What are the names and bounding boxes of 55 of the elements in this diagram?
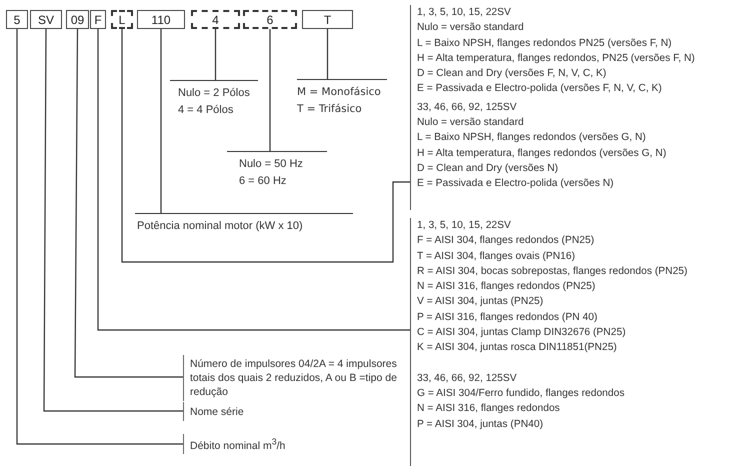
option-text: Potência nominal motor (kW x 10) [137, 219, 304, 234]
code-description: Nome série [183, 402, 303, 421]
option-text: H = Alta temperatura, flanges redondos, PN25 (versões F, N) [417, 52, 695, 66]
option-text: Nulo = versão standard [417, 116, 525, 130]
code-box: 09 [66, 10, 89, 29]
optional-code-box: 4 [191, 10, 240, 29]
leader-line [121, 29, 410, 263]
option-text: G = AISI 304/Ferro fundido, flanges redondos [417, 386, 626, 401]
leader-line [43, 29, 183, 412]
option-text: Nulo = 50 Hz [239, 157, 304, 172]
option-text: N = AISI 316, flanges redondos (PN25) [417, 280, 596, 294]
option-text: N = AISI 316, flanges redondos [417, 402, 561, 416]
leader-line [97, 29, 410, 331]
optional-code-box: 6 [243, 10, 297, 29]
option-text: 1, 3, 5, 10, 15, 22SV [417, 219, 512, 233]
code-box: T [302, 10, 353, 29]
option-text: L = Baixo NPSH, flanges redondos (versões G, N) [417, 131, 647, 146]
option-text: K = AISI 304, juntas rosca DIN11851(PN25) [417, 341, 618, 356]
code-description: Débito nominal m$^{3}$/h [183, 434, 333, 454]
option-text: 33, 46, 66, 92, 125SV [417, 100, 518, 115]
leader-line [160, 29, 162, 213]
leader-line [74, 29, 183, 378]
option-text: F = AISI 304, flanges redondos (PN25) [417, 234, 596, 248]
option-text: D = Clean and Dry (versões F, N, V, C, K) [417, 67, 608, 82]
option-text: L = Baixo NPSH, flanges redondos PN25 (versões F, N) [417, 36, 673, 51]
option-text: Nulo = 2 Pólos [178, 86, 251, 101]
option-text: P = AISI 304, juntas (PN40) [417, 418, 544, 432]
option-text: 1, 3, 5, 10, 15, 22SV [417, 6, 512, 20]
option-list [410, 218, 688, 466]
leader-line [269, 29, 271, 151]
option-text: D = Clean and Dry (versões N) [417, 162, 560, 176]
option-text: 33, 46, 66, 92, 125SV [417, 372, 518, 386]
optional-code-box: L [111, 10, 133, 29]
option-text: C = AISI 304, juntas Clamp DIN32676 (PN25) [417, 326, 627, 340]
option-text: M = Monofásico [297, 85, 382, 100]
leader-line [214, 29, 216, 80]
leader-line [16, 29, 183, 445]
code-description: Número de impulsores 04/2A = 4 impulsores totais dos quais 2 reduzidos, A ou B =tipo de redução [183, 355, 398, 401]
option-text: H = Alta temperatura, flanges redondos (versões G, N) [417, 146, 668, 161]
code-box: 5 [6, 10, 28, 29]
option-text: E = Passivada e Electro-polida (versões N) [417, 177, 615, 192]
code-box: SV [30, 10, 62, 29]
option-text: Nulo = versão standard [417, 21, 525, 36]
option-text: E = Passivada e Electro-polida (versões F, N, V, C, K) [417, 82, 663, 96]
option-text: P = AISI 316, flanges redondos (PN 40) [417, 310, 598, 325]
option-text: V = AISI 304, juntas (PN25) [417, 295, 544, 310]
option-list [410, 5, 695, 210]
option-text: T = Trifásico [297, 102, 363, 117]
code-box: 110 [137, 10, 185, 29]
option-text: 4 = 4 Pólos [178, 103, 234, 118]
option-text: 6 = 60 Hz [239, 174, 288, 189]
option-text: R = AISI 304, bocas sobrepostas, flanges redondos (PN25) [417, 264, 688, 279]
option-text: T = AISI 304, flanges ovais (PN16) [417, 250, 576, 264]
code-box: F [90, 10, 106, 29]
leader-line [326, 29, 328, 79]
